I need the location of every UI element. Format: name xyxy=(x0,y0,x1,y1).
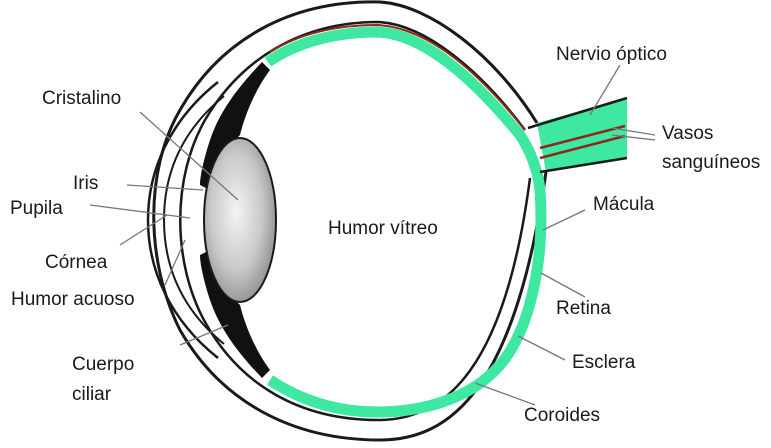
label-retina: Retina xyxy=(556,298,611,319)
label-nervio-optico: Nervio óptico xyxy=(556,44,667,65)
lens xyxy=(204,138,276,302)
label-macula: Mácula xyxy=(593,194,655,215)
leader-esclera xyxy=(518,336,565,360)
label-cuerpo-ciliar-2: ciliar xyxy=(72,384,112,405)
label-coroides: Coroides xyxy=(524,405,600,426)
label-vasos-2: sanguíneos xyxy=(662,152,760,173)
label-cornea: Córnea xyxy=(45,252,108,273)
leader-cornea xyxy=(120,215,167,245)
label-iris: Iris xyxy=(73,173,98,194)
label-cristalino: Cristalino xyxy=(42,88,121,109)
leader-retina xyxy=(541,273,585,297)
leader-macula xyxy=(543,210,585,230)
leader-pupila xyxy=(90,205,190,218)
label-humor-vitreo: Humor vítreo xyxy=(328,218,438,239)
label-humor-acuoso: Humor acuoso xyxy=(11,289,135,310)
label-cuerpo-ciliar-1: Cuerpo xyxy=(72,354,134,375)
label-esclera: Esclera xyxy=(572,352,636,373)
leader-iris xyxy=(127,185,203,190)
label-pupila: Pupila xyxy=(10,198,63,219)
leader-coroides xyxy=(475,383,535,405)
label-vasos-1: Vasos xyxy=(662,123,713,144)
